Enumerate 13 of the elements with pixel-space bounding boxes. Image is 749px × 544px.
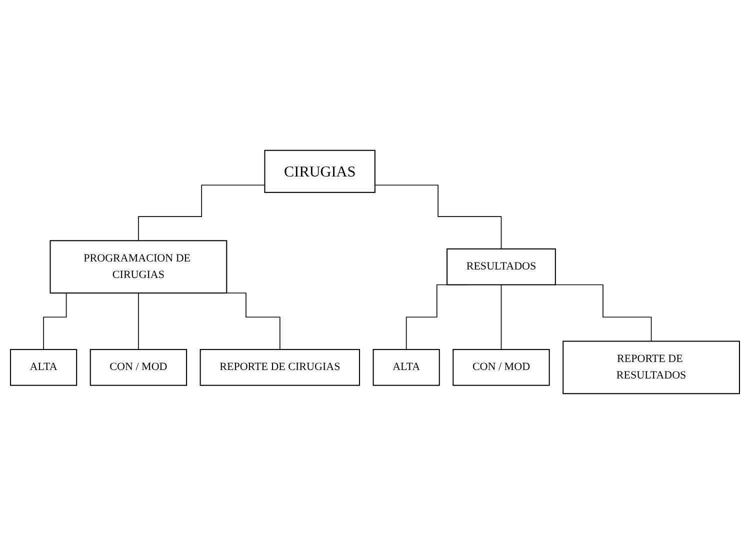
connector	[500, 284, 502, 350]
node-box: ALTA	[10, 349, 77, 386]
node-box: ALTA	[372, 349, 440, 386]
connector	[138, 184, 265, 242]
node-box: CON / MOD	[452, 349, 550, 386]
connector	[554, 284, 652, 342]
node-box: CON / MOD	[89, 349, 187, 386]
node-box: REPORTE DE CIRUGIAS	[199, 349, 360, 386]
node-box: REPORTE DE RESULTADOS	[562, 340, 740, 394]
connector	[374, 184, 502, 250]
node-box: PROGRAMACION DE CIRUGIAS	[49, 240, 227, 294]
node-box: RESULTADOS	[446, 248, 556, 286]
node-box: CIRUGIAS	[264, 150, 375, 193]
